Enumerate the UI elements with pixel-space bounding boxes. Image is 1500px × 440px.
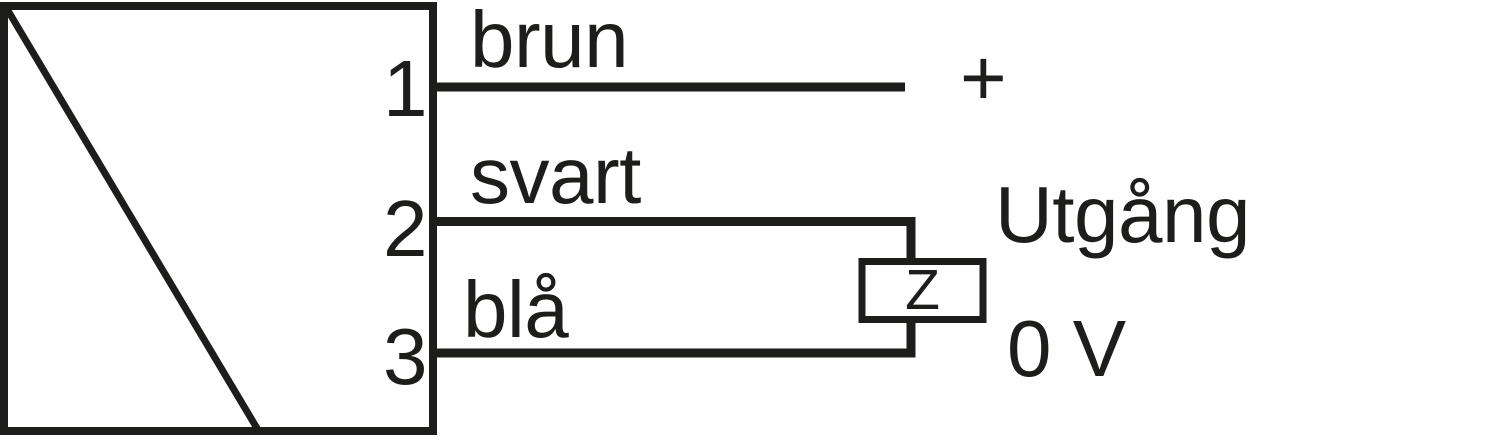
wire-2-color-label: svart <box>470 131 641 220</box>
output-label: Utgång <box>995 170 1250 259</box>
zero-volt-label: 0 V <box>1007 304 1126 393</box>
load-impedance-label: Z <box>905 257 940 322</box>
wire-3-bla-line <box>433 318 916 358</box>
supply-plus-label: + <box>960 33 1007 122</box>
sensor-diagonal-line <box>3 7 262 432</box>
terminal-3-number: 3 <box>383 312 428 401</box>
wire-1-color-label: brun <box>470 0 629 84</box>
terminal-2-number: 2 <box>383 184 428 273</box>
terminal-1-number: 1 <box>383 44 428 133</box>
wire-2-svart-line <box>433 217 916 263</box>
load-box <box>858 258 987 323</box>
wire-3-color-label: blå <box>463 265 569 354</box>
